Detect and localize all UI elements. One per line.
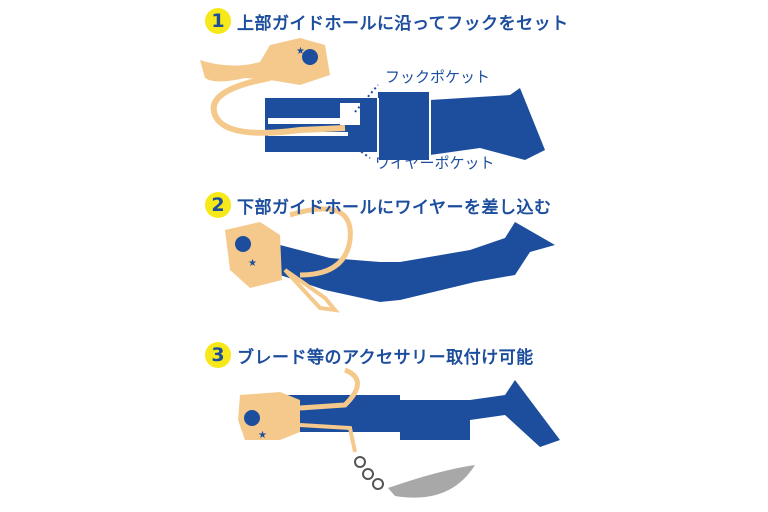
step-title: 上部ガイドホールに沿ってフックをセット: [237, 13, 569, 34]
step2-lure-body: [280, 222, 555, 302]
step3-jighead: ★: [238, 367, 360, 453]
blade-accessory: [354, 456, 475, 498]
svg-text:★: ★: [258, 430, 267, 441]
svg-text:★: ★: [296, 46, 305, 57]
step3-lure-body: [280, 380, 560, 447]
hook-pocket-label: フックポケット: [385, 68, 491, 86]
step-title: ブレード等のアクセサリー取付け可能: [237, 347, 534, 368]
step-title: 下部ガイドホールにワイヤーを差し込む: [237, 197, 552, 218]
step1-jighead: ★: [200, 38, 346, 136]
step-number-badge: 1: [205, 8, 231, 34]
svg-text:★: ★: [248, 258, 257, 269]
step1-lure-body: [265, 88, 545, 160]
wire-pocket-label: ワイヤーポケット: [375, 154, 495, 172]
step-number-badge: 3: [205, 342, 231, 368]
step2-jighead: ★: [225, 206, 353, 313]
step-3-heading: 3 ブレード等のアクセサリー取付け可能: [205, 342, 534, 368]
step-1-heading: 1 上部ガイドホールに沿ってフックをセット: [205, 8, 569, 34]
step-2-heading: 2 下部ガイドホールにワイヤーを差し込む: [205, 192, 552, 218]
step-number-badge: 2: [205, 192, 231, 218]
